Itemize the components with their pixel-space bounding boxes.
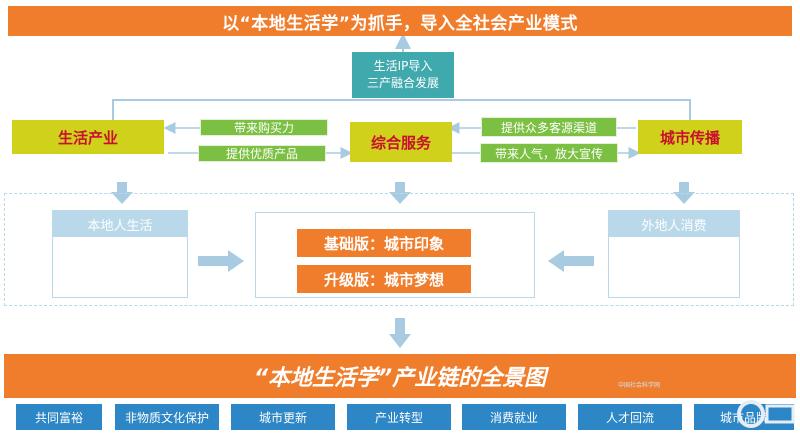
down-arrow-icon (389, 318, 411, 348)
benefit-item: 城市更新 (231, 404, 335, 430)
edge-label-bring-purchasing-power: 带来购买力 (200, 119, 328, 136)
node-integrated-service: 综合服务 (350, 122, 452, 162)
node-life-industry: 生活产业 (12, 120, 164, 154)
benefit-item: 消费就业 (462, 404, 566, 430)
edge-label-provide-customer-channels: 提供众多客源渠道 (481, 117, 617, 137)
outsider-consumption-header: 外地人消费 (609, 211, 739, 237)
edge-label-provide-quality-products: 提供优质产品 (198, 145, 326, 162)
ip-box-line2: 三产融合发展 (366, 76, 439, 90)
outsider-consumption-box: 外地人消费 (608, 210, 740, 298)
ip-box-line1: 生活IP导入 (373, 59, 433, 73)
top-banner: 以“本地生活学”为抓手，导入全社会产业模式 (8, 6, 792, 36)
upgrade-version-label: 升级版：城市梦想 (297, 265, 471, 293)
local-life-box: 本地人生活 (52, 210, 188, 298)
scenario-frame (4, 193, 794, 306)
ip-import-box: 生活IP导入 三产融合发展 (352, 52, 454, 98)
benefit-item: 产业转型 (347, 404, 451, 430)
benefit-item: 非物质文化保护 (115, 404, 219, 430)
benefit-item: 人才回流 (578, 404, 682, 430)
node-city-communication: 城市传播 (638, 120, 742, 154)
bottom-banner: “本地生活学”产业链的全景图 (4, 354, 796, 398)
basic-version-label: 基础版：城市印象 (297, 229, 471, 257)
benefit-item: 共同富裕 (16, 404, 102, 430)
edge-label-bring-popularity: 带来人气，放大宣传 (480, 143, 618, 163)
watermark-text: 中国社会科学网 (618, 382, 661, 389)
watermark-logo-icon (737, 400, 795, 428)
local-life-header: 本地人生活 (53, 211, 187, 237)
left-arrow-icon (548, 250, 594, 272)
right-arrow-icon (198, 250, 244, 272)
